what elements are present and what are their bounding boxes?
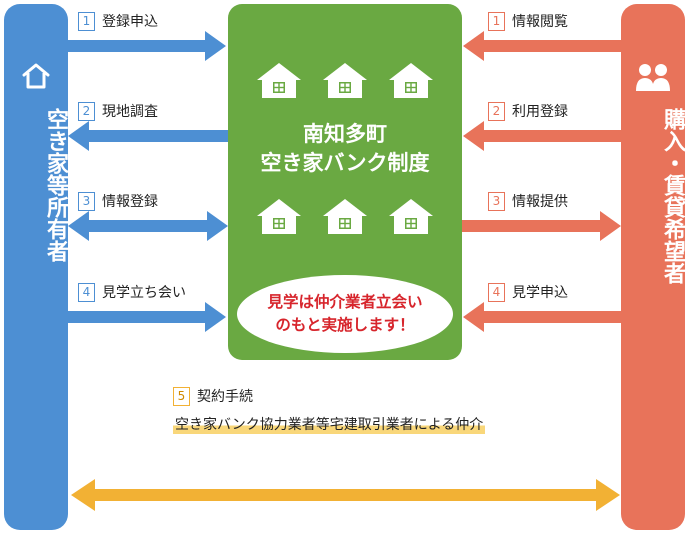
owner-label: 空き家等所有者	[43, 108, 68, 262]
arrow-buyer-2-to-center	[463, 121, 621, 151]
step-label: 情報提供	[512, 194, 568, 210]
house-icon	[389, 63, 433, 98]
house-icon	[257, 63, 301, 98]
arrow-owner-2-to-owner	[68, 121, 228, 151]
contract-detail: 空き家バンク協力業者等宅建取引業者による仲介	[173, 414, 486, 434]
step-label: 情報登録	[102, 194, 158, 210]
owner-step-1: 1 登録申込	[78, 10, 158, 32]
step-label: 見学申込	[512, 285, 568, 301]
owner-step-2: 2 現地調査	[78, 100, 158, 122]
step-label: 登録申込	[102, 14, 158, 30]
step-number: 3	[78, 191, 95, 211]
house-icon	[389, 199, 433, 234]
step-number: 2	[78, 101, 95, 121]
arrow-owner-1-to-center	[68, 31, 226, 61]
akiya-bank-box: 南知多町 空き家バンク制度 見学は仲介業者立会い のもと実施します！	[228, 4, 462, 360]
contract-step: 5 契約手続	[173, 385, 253, 407]
note-line1: 見学は仲介業者立会い	[267, 293, 423, 311]
house-icon	[323, 63, 367, 98]
step-number: 4	[488, 282, 505, 302]
step-number: 1	[488, 11, 505, 31]
arrow-owner-3-both	[68, 211, 228, 241]
step-number: 1	[78, 11, 95, 31]
buyer-label: 購入・賃貸希望者	[660, 108, 685, 284]
step-label: 現地調査	[102, 104, 158, 120]
owner-column: 空き家等所有者	[4, 4, 68, 530]
buyer-step-2: 2 利用登録	[488, 100, 568, 122]
step-number: 3	[488, 191, 505, 211]
arrow-buyer-1-to-center	[463, 31, 621, 61]
center-title-line1: 南知多町	[303, 122, 387, 146]
arrow-buyer-3-to-buyer	[462, 211, 621, 241]
step-label: 見学立ち会い	[102, 285, 186, 301]
buyer-step-1: 1 情報閲覧	[488, 10, 568, 32]
owner-step-3: 3 情報登録	[78, 190, 158, 212]
house-outline-icon	[22, 63, 50, 89]
buyer-step-3: 3 情報提供	[488, 190, 568, 212]
arrow-owner-4-to-center	[68, 302, 226, 332]
buyer-step-4: 4 見学申込	[488, 281, 568, 303]
step-number: 4	[78, 282, 95, 302]
arrow-buyer-4-to-center	[463, 302, 621, 332]
step-label: 利用登録	[512, 104, 568, 120]
note-line2: のもと実施します！	[275, 316, 415, 334]
people-icon	[636, 64, 670, 91]
arrow-contract-both	[71, 479, 620, 511]
center-title-line2: 空き家バンク制度	[260, 151, 430, 175]
house-icon	[257, 199, 301, 234]
step-label: 情報閲覧	[512, 14, 568, 30]
step-number: 2	[488, 101, 505, 121]
buyer-column: 購入・賃貸希望者	[621, 4, 685, 530]
viewing-note: 見学は仲介業者立会い のもと実施します！	[237, 275, 453, 353]
step-label: 契約手続	[197, 389, 253, 405]
owner-step-4: 4 見学立ち会い	[78, 281, 186, 303]
step-number: 5	[173, 386, 190, 406]
house-icon	[323, 199, 367, 234]
